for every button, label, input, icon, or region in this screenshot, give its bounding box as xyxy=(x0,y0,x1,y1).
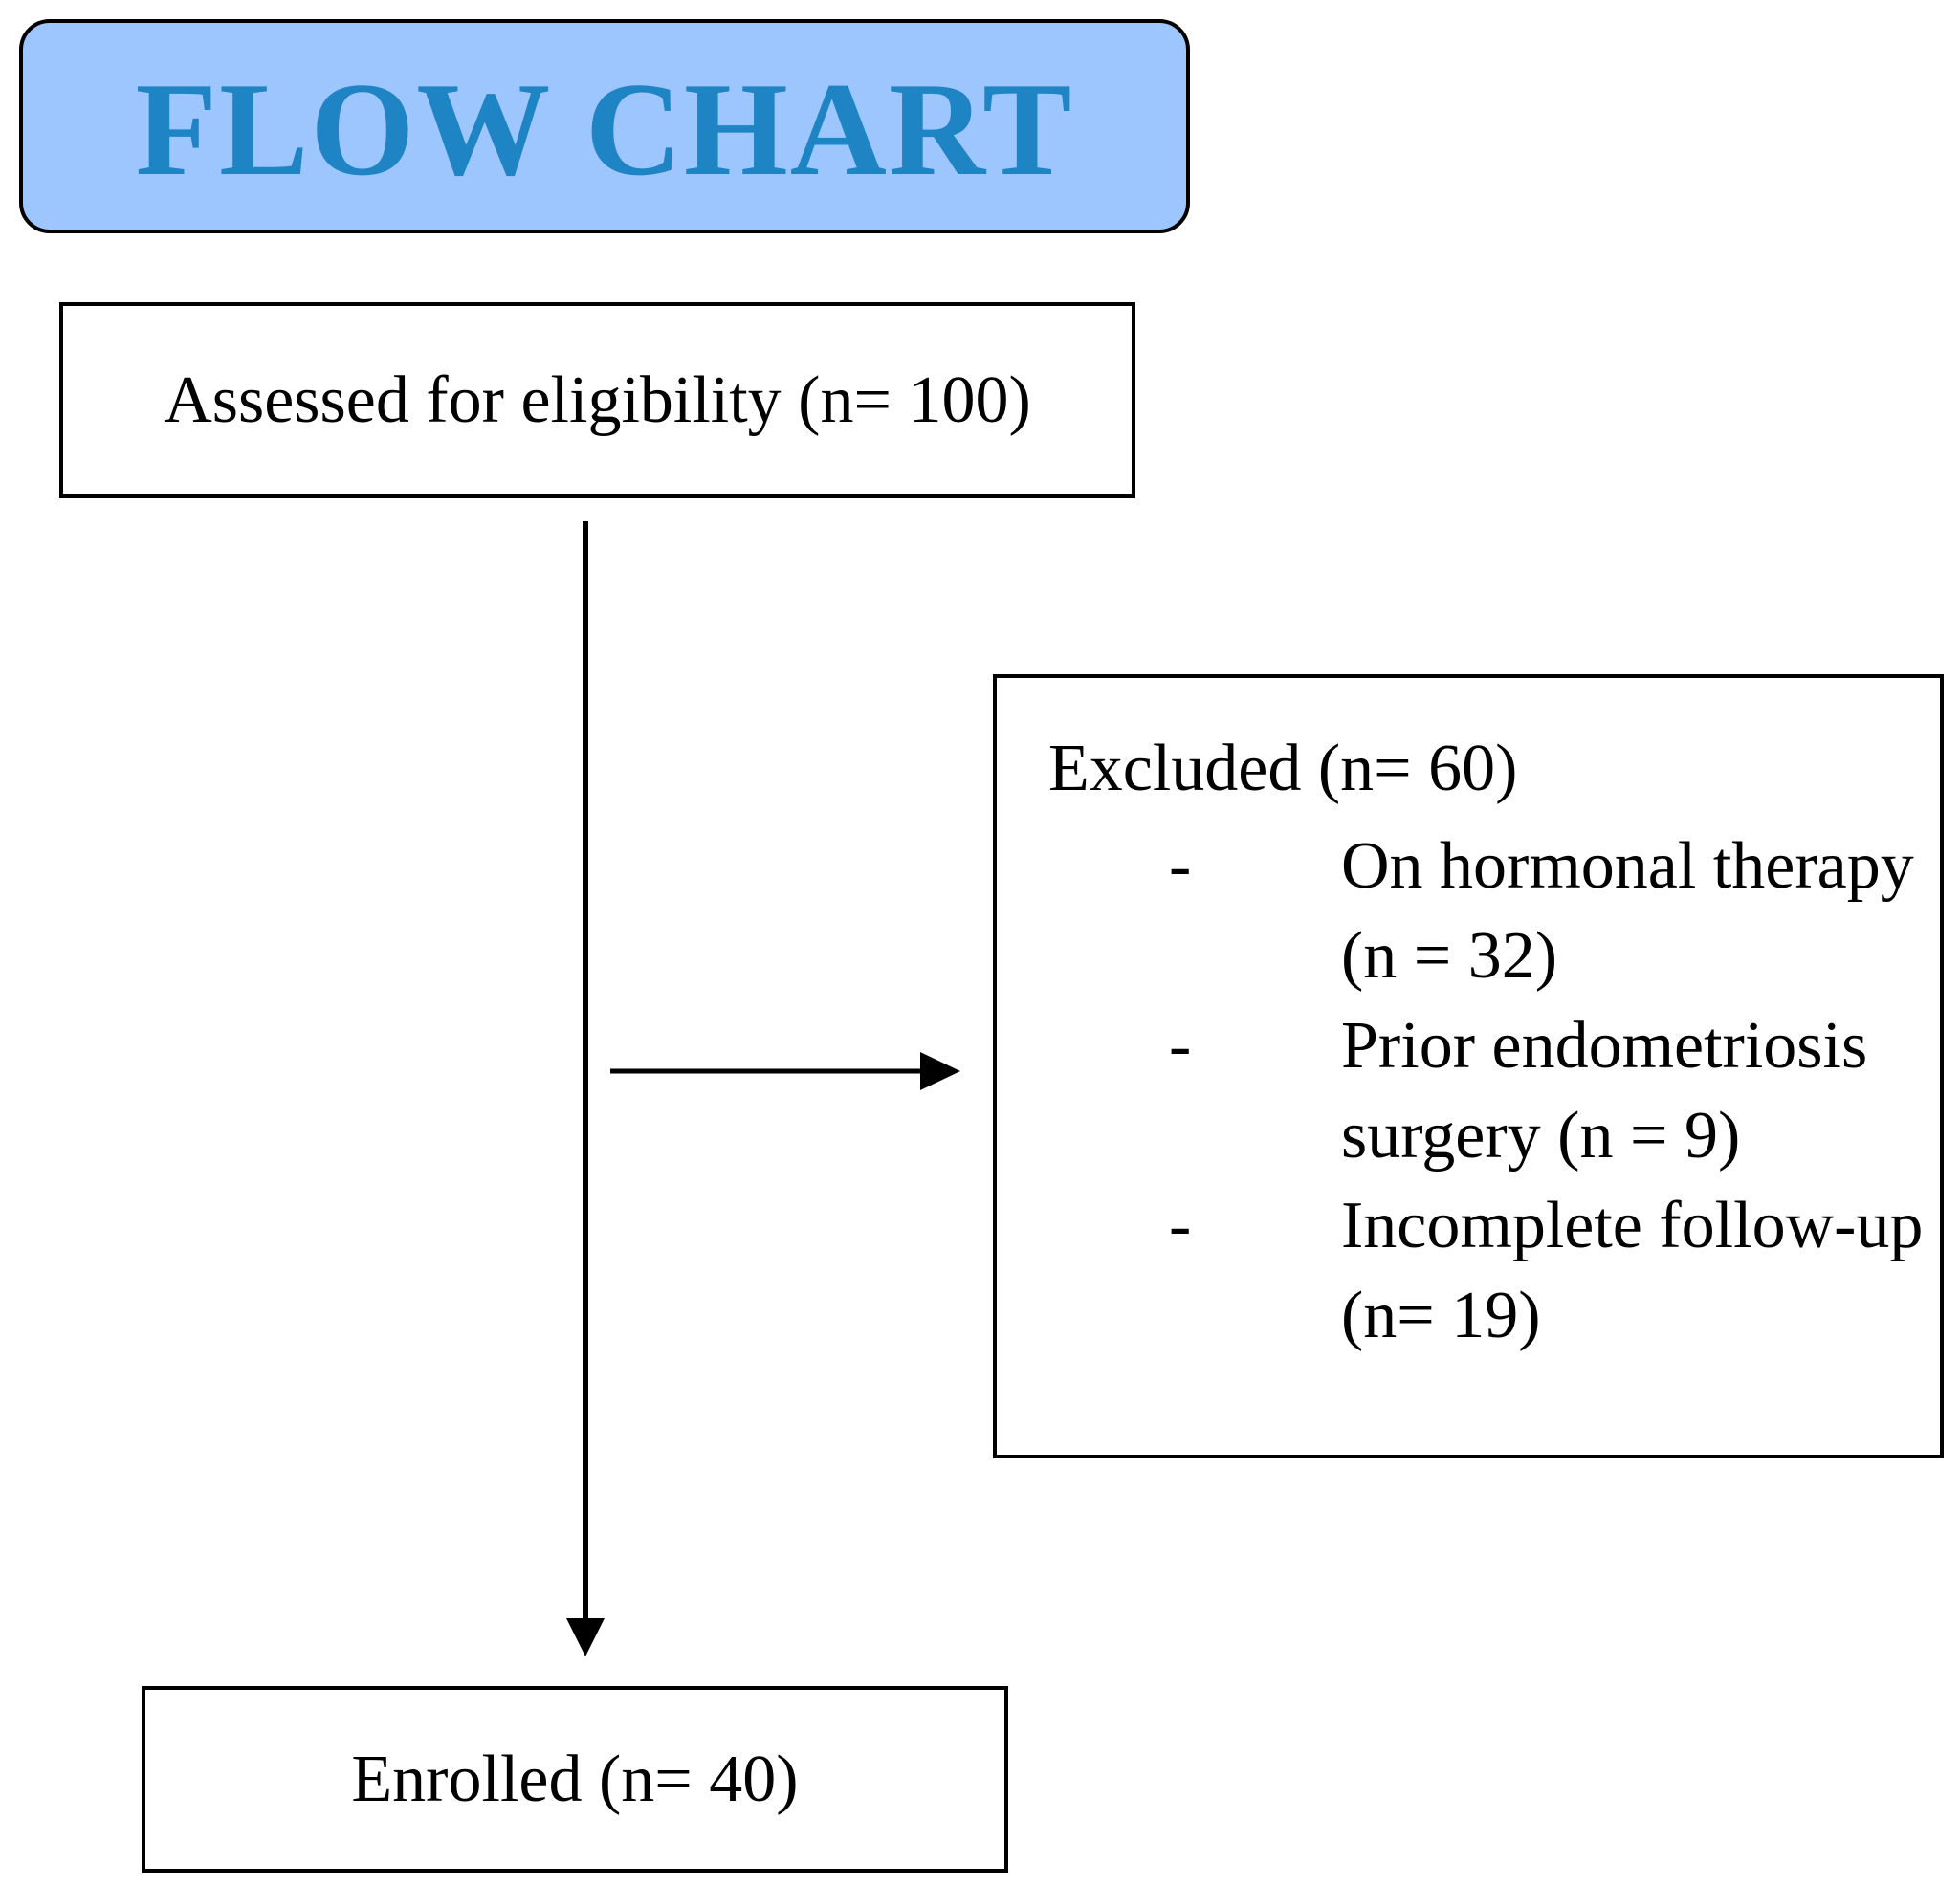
excluded-reason-item: - Prior endometriosis surgery (n = 9) xyxy=(997,1001,1940,1181)
excluded-reason-text: Incomplete follow-up (n= 19) xyxy=(1341,1189,1924,1352)
excluded-reason-item: - On hormonal therapy (n = 32) xyxy=(997,822,1940,1001)
enrolled-box: Enrolled (n= 40) xyxy=(142,1686,1008,1873)
list-dash: - xyxy=(1169,829,1192,903)
excluded-reason-text: Prior endometriosis surgery (n = 9) xyxy=(1341,1009,1868,1173)
excluded-box: Excluded (n= 60) - On hormonal therapy (… xyxy=(993,674,1944,1458)
list-dash: - xyxy=(1169,1009,1192,1083)
excluded-reason-text: On hormonal therapy (n = 32) xyxy=(1341,829,1914,993)
list-dash: - xyxy=(1169,1189,1192,1262)
flow-chart-title: FLOW CHART xyxy=(135,55,1074,204)
excluded-reason-item: - Incomplete follow-up (n= 19) xyxy=(997,1181,1940,1361)
down-arrowhead xyxy=(566,1618,605,1656)
assessed-label: Assessed for eligibility (n= 100) xyxy=(164,362,1031,437)
flow-chart-header: FLOW CHART xyxy=(19,19,1190,233)
right-arrowhead xyxy=(920,1052,960,1090)
enrolled-label: Enrolled (n= 40) xyxy=(351,1742,799,1816)
excluded-heading: Excluded (n= 60) xyxy=(1048,732,1518,805)
assessed-box: Assessed for eligibility (n= 100) xyxy=(59,302,1135,498)
excluded-reasons-list: - On hormonal therapy (n = 32) - Prior e… xyxy=(997,822,1940,1361)
